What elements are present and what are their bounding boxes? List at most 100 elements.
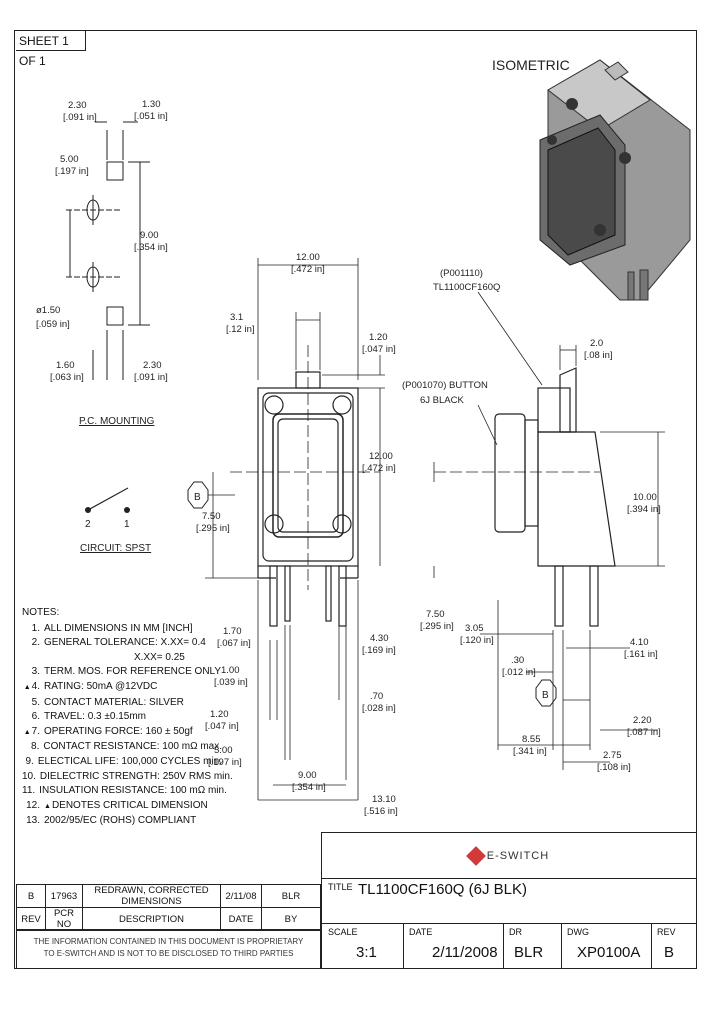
svg-text:.70: .70 xyxy=(370,691,383,702)
svg-text:1.30: 1.30 xyxy=(142,99,161,110)
svg-text:9.00: 9.00 xyxy=(298,770,317,781)
note-item: 6.TRAVEL: 0.3 ±0.15mm xyxy=(31,711,147,723)
note-item: 10.DIELECTRIC STRENGTH: 250V RMS min. xyxy=(22,770,233,782)
svg-text:[.354 in]: [.354 in] xyxy=(292,782,326,793)
svg-text:8.55: 8.55 xyxy=(522,734,541,745)
note-item: 11.INSULATION RESISTANCE: 100 mΩ min. xyxy=(22,785,227,797)
svg-text:[.028 in]: [.028 in] xyxy=(362,703,396,714)
svg-text:[.047 in]: [.047 in] xyxy=(362,344,396,355)
note-item-critical: 4.RATING: 50mA @12VDC xyxy=(22,680,222,696)
note-item-critical: 7.OPERATING FORCE: 160 ± 50gf xyxy=(22,725,222,741)
svg-text:4.30: 4.30 xyxy=(370,633,389,644)
dwg-cell: DWG XP0100A xyxy=(562,924,652,969)
notes-title: NOTES: xyxy=(22,607,60,618)
pc-mounting-dims: 2.30[.091 in] 1.30[.051 in] 5.00[.197 in… xyxy=(36,99,168,383)
svg-text:5.00: 5.00 xyxy=(214,745,233,756)
svg-text:2.0: 2.0 xyxy=(590,338,603,349)
svg-text:(P001110): (P001110) xyxy=(440,268,483,279)
drawing-title: TL1100CF160Q (6J BLK) xyxy=(358,881,527,898)
svg-text:1.20: 1.20 xyxy=(210,709,229,720)
svg-text:[.472 in]: [.472 in] xyxy=(291,264,325,275)
svg-text:[.394 in]: [.394 in] xyxy=(627,504,661,515)
svg-text:2.30: 2.30 xyxy=(68,100,87,111)
svg-text:1: 1 xyxy=(124,519,130,530)
front-view xyxy=(230,345,380,627)
svg-text:1.20: 1.20 xyxy=(369,332,388,343)
notes-block: NOTES: 1.ALL DIMENSIONS IN MM [INCH] 2.G… xyxy=(22,606,233,829)
note-item: 1.ALL DIMENSIONS IN MM [INCH] xyxy=(31,622,193,634)
svg-text:12.00: 12.00 xyxy=(296,252,320,263)
front-view-dim-lines xyxy=(205,258,385,801)
svg-text:[.197 in]: [.197 in] xyxy=(55,166,89,177)
svg-text:6J BLACK: 6J BLACK xyxy=(420,395,464,406)
pc-mounting-label: P.C. MOUNTING xyxy=(79,416,155,427)
svg-text:2.75: 2.75 xyxy=(603,750,622,761)
svg-text:[.08 in]: [.08 in] xyxy=(584,350,613,361)
svg-text:[.063 in]: [.063 in] xyxy=(50,372,84,383)
svg-text:1.70: 1.70 xyxy=(223,626,242,637)
balloon-b-front: B xyxy=(187,481,235,509)
drawn-by-cell: DR BLR xyxy=(504,924,562,969)
revision-header-row: REV PCR NO DESCRIPTION DATE BY xyxy=(16,907,321,931)
svg-text:3.05: 3.05 xyxy=(465,623,484,634)
isometric-view xyxy=(539,59,691,301)
note-item: 8.CONTACT RESISTANCE: 100 mΩ max. xyxy=(31,741,222,753)
svg-text:7.50: 7.50 xyxy=(202,511,221,522)
svg-text:[.472 in]: [.472 in] xyxy=(362,463,396,474)
svg-text:[.047 in]: [.047 in] xyxy=(205,721,239,732)
balloon-b-side: B xyxy=(535,679,557,707)
svg-text:5.00: 5.00 xyxy=(60,154,79,165)
side-view xyxy=(434,367,616,627)
note-item: 3.TERM. MOS. FOR REFERENCE ONLY xyxy=(31,666,222,678)
svg-text:13.10: 13.10 xyxy=(372,794,396,805)
svg-text:[.354 in]: [.354 in] xyxy=(134,242,168,253)
svg-text:2.20: 2.20 xyxy=(633,715,652,726)
svg-text:[.341 in]: [.341 in] xyxy=(513,746,547,757)
svg-text:[.169 in]: [.169 in] xyxy=(362,645,396,656)
svg-text:12.00: 12.00 xyxy=(369,451,393,462)
svg-text:[.197 in]: [.197 in] xyxy=(208,757,242,768)
note-item: X.XX= 0.25 xyxy=(134,651,185,663)
rev-cell: REV B xyxy=(652,924,697,969)
svg-text:9.00: 9.00 xyxy=(140,230,159,241)
svg-text:[.067 in]: [.067 in] xyxy=(217,638,251,649)
date-cell: DATE 2/11/2008 xyxy=(404,924,504,969)
note-item-critical: 12.DENOTES CRITICAL DIMENSION xyxy=(22,799,222,815)
svg-text:1.00: 1.00 xyxy=(221,665,240,676)
svg-text:10.00: 10.00 xyxy=(633,492,657,503)
svg-text:[.012 in]: [.012 in] xyxy=(502,667,536,678)
scale-cell: SCALE 3:1 xyxy=(322,924,404,969)
svg-text:2.30: 2.30 xyxy=(143,360,162,371)
svg-text:[.516 in]: [.516 in] xyxy=(364,806,398,817)
svg-text:[.087 in]: [.087 in] xyxy=(627,727,661,738)
svg-text:.30: .30 xyxy=(511,655,524,666)
svg-text:[.059 in]: [.059 in] xyxy=(36,319,70,330)
circuit-symbol: 2 1 xyxy=(85,487,130,530)
svg-text:[.295 in]: [.295 in] xyxy=(420,621,454,632)
title-cell: TITLE TL1100CF160Q (6J BLK) xyxy=(321,878,696,923)
note-item: 9.ELECTICAL LIFE: 100,000 CYCLES min. xyxy=(25,755,223,767)
svg-text:[.108 in]: [.108 in] xyxy=(597,762,631,773)
svg-text:ø1.50: ø1.50 xyxy=(36,305,60,316)
circuit-label: CIRCUIT: SPST xyxy=(80,543,151,554)
svg-text:(P001070) BUTTON: (P001070) BUTTON xyxy=(402,380,488,391)
svg-text:[.120 in]: [.120 in] xyxy=(460,635,494,646)
svg-text:4.10: 4.10 xyxy=(630,637,649,648)
drawing-border xyxy=(14,30,697,969)
svg-text:TL1100CF160Q: TL1100CF160Q xyxy=(433,282,500,293)
revision-table: B 17963 REDRAWN, CORRECTED DIMENSIONS 2/… xyxy=(16,884,321,931)
svg-text:[.051 in]: [.051 in] xyxy=(134,111,168,122)
side-view-dim-lines xyxy=(433,291,665,770)
company-logo: E-SWITCH xyxy=(321,832,696,878)
isometric-label: ISOMETRIC xyxy=(492,57,570,73)
svg-text:B: B xyxy=(194,492,201,503)
svg-text:[.091 in]: [.091 in] xyxy=(63,112,97,123)
eswitch-logo-icon xyxy=(465,845,486,866)
svg-text:1.60: 1.60 xyxy=(56,360,75,371)
proprietary-notice: THE INFORMATION CONTAINED IN THIS DOCUME… xyxy=(16,929,321,969)
pc-mounting-view xyxy=(66,121,150,380)
title-block: E-SWITCH TITLE TL1100CF160Q (6J BLK) SCA… xyxy=(321,832,697,969)
svg-text:B: B xyxy=(542,690,549,701)
svg-text:7.50: 7.50 xyxy=(426,609,445,620)
sheet-label: SHEET 1 OF 1 xyxy=(16,31,86,68)
